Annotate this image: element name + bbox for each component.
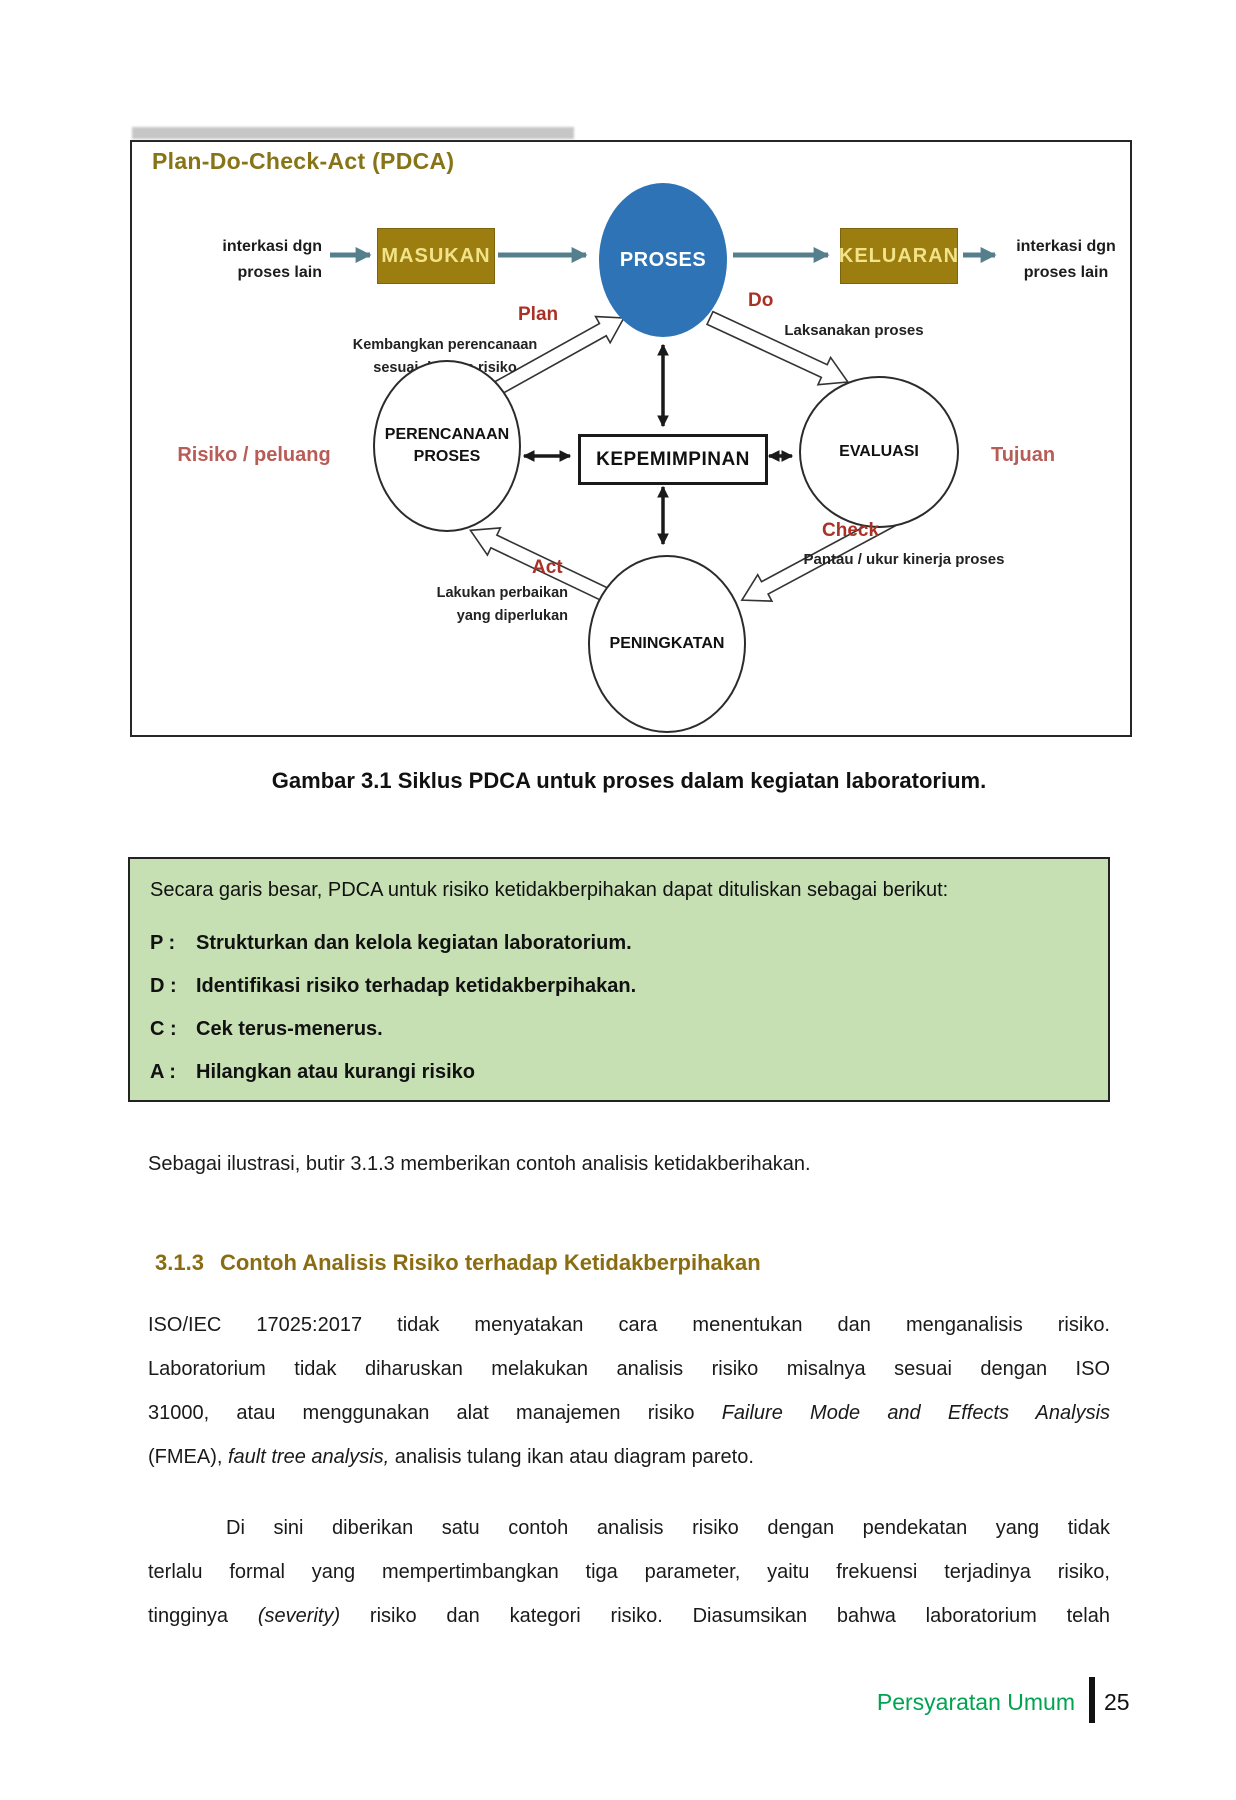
left-interaction-line1: interkasi dgn: [222, 238, 322, 255]
tujuan-label: Tujuan: [990, 444, 1056, 466]
item-key: C :: [150, 1018, 177, 1040]
p1-line3: 31000, atau menggunakan alat manajemen r…: [148, 1391, 1110, 1435]
section-heading: 3.1.3 Contoh Analisis Risiko terhadap Ket…: [155, 1250, 1115, 1276]
perencanaan-line1: PERENCANAAN: [384, 426, 510, 443]
section-number: 3.1.3: [155, 1250, 204, 1275]
p1-line4-regular2: analisis tulang ikan atau diagram pareto…: [389, 1446, 754, 1468]
summary-item-p: P : Strukturkan dan kelola kegiatan labo…: [150, 930, 1088, 957]
summary-item-a: A : Hilangkan atau kurangi risiko: [150, 1059, 1088, 1086]
pdca-diagram: Plan-Do-Check-Act (PDCA) interkasi dgn p…: [132, 127, 1130, 735]
act-description: Lakukan perbaikan yang diperlukan: [400, 582, 568, 628]
do-label: Do: [748, 290, 774, 311]
check-description: Pantau / ukur kinerja proses: [803, 551, 1005, 568]
p2-line3: tingginya (severity) risiko dan kategori…: [148, 1594, 1110, 1638]
summary-items: P : Strukturkan dan kelola kegiatan labo…: [150, 930, 1088, 1086]
node-kepemimpinan: KEPEMIMPINAN: [578, 434, 768, 485]
right-interaction-line1: interkasi dgn: [1016, 238, 1116, 255]
p2-line3-italic: (severity): [257, 1605, 341, 1627]
item-key: A :: [150, 1061, 176, 1083]
figure-caption: Gambar 3.1 Siklus PDCA untuk proses dala…: [271, 768, 987, 793]
left-interaction-line2: proses lain: [237, 264, 322, 281]
footer-divider-bar: [1089, 1677, 1095, 1723]
node-masukan: MASUKAN: [377, 228, 495, 284]
risiko-peluang-label: Risiko / peluang: [177, 444, 331, 466]
scan-artifact: [132, 127, 574, 139]
pdca-summary-box: Secara garis besar, PDCA untuk risiko ke…: [128, 857, 1110, 1102]
figure-title: Plan-Do-Check-Act (PDCA): [152, 148, 455, 174]
p2-line3-regular1: tingginya: [148, 1605, 258, 1627]
right-interaction-line2: proses lain: [1023, 264, 1109, 281]
item-text: Strukturkan dan kelola kegiatan laborato…: [196, 932, 632, 954]
p2-line2: terlalu formal yang mempertimbangkan tig…: [148, 1561, 1110, 1583]
p1-line3-italic: Failure Mode and Effects Analysis: [721, 1402, 1111, 1424]
p1-line4: (FMEA), fault tree analysis, analisis tu…: [148, 1435, 1110, 1479]
summary-intro: Secara garis besar, PDCA untuk risiko ke…: [150, 879, 949, 901]
section-title: Contoh Analisis Risiko terhadap Ketidakb…: [219, 1250, 761, 1275]
p1-line2: Laboratorium tidak diharuskan melakukan …: [148, 1358, 1110, 1380]
perencanaan-line2: PROSES: [413, 448, 481, 465]
p1-line3-regular: 31000, atau menggunakan alat manajemen r…: [148, 1402, 722, 1424]
right-interaction-label: interkasi dgn proses lain: [1008, 234, 1124, 286]
item-text: Identifikasi risiko terhadap ketidakberp…: [196, 975, 637, 997]
node-evaluasi: EVALUASI: [799, 376, 959, 528]
item-key: D :: [150, 975, 177, 997]
p2-line3-regular2: risiko dan kategori risiko. Diasumsikan …: [340, 1605, 1110, 1627]
check-label: Check: [822, 520, 880, 541]
p1-line4-italic: fault tree analysis,: [228, 1446, 390, 1468]
node-perencanaan-proses: PERENCANAAN PROSES: [373, 360, 521, 532]
node-peningkatan: PENINGKATAN: [588, 555, 746, 733]
act-description-line1: Lakukan perbaikan: [436, 585, 568, 601]
lead-sentence: Sebagai ilustrasi, butir 3.1.3 memberika…: [148, 1153, 811, 1175]
plan-description-line1: Kembangkan perencanaan: [352, 337, 538, 353]
node-keluaran: KELUARAN: [839, 228, 958, 284]
item-key: P :: [150, 932, 176, 954]
p1-line4-regular1: (FMEA),: [148, 1446, 228, 1468]
pdca-figure-frame: Plan-Do-Check-Act (PDCA) interkasi dgn p…: [130, 127, 1132, 737]
p1-line1: ISO/IEC 17025:2017 tidak menyatakan cara…: [148, 1314, 1110, 1336]
summary-item-d: D : Identifikasi risiko terhadap ketidak…: [150, 973, 1088, 1000]
do-description: Laksanakan proses: [784, 322, 924, 339]
p2-line1: Di sini diberikan satu contoh analisis r…: [226, 1517, 1110, 1539]
footer-page-number: 25: [1104, 1689, 1130, 1715]
paragraph-1: ISO/IEC 17025:2017 tidak menyatakan cara…: [148, 1303, 1110, 1479]
summary-item-c: C : Cek terus-menerus.: [150, 1016, 1088, 1043]
paragraph-2: Di sini diberikan satu contoh analisis r…: [148, 1506, 1110, 1638]
footer-section-title: Persyaratan Umum: [876, 1689, 1075, 1715]
act-description-line2: yang diperlukan: [456, 608, 568, 624]
act-label: Act: [532, 557, 563, 578]
node-proses: PROSES: [599, 183, 727, 337]
item-text: Cek terus-menerus.: [196, 1018, 383, 1040]
item-text: Hilangkan atau kurangi risiko: [196, 1061, 475, 1083]
left-interaction-label: interkasi dgn proses lain: [204, 234, 322, 286]
plan-label: Plan: [518, 304, 559, 325]
